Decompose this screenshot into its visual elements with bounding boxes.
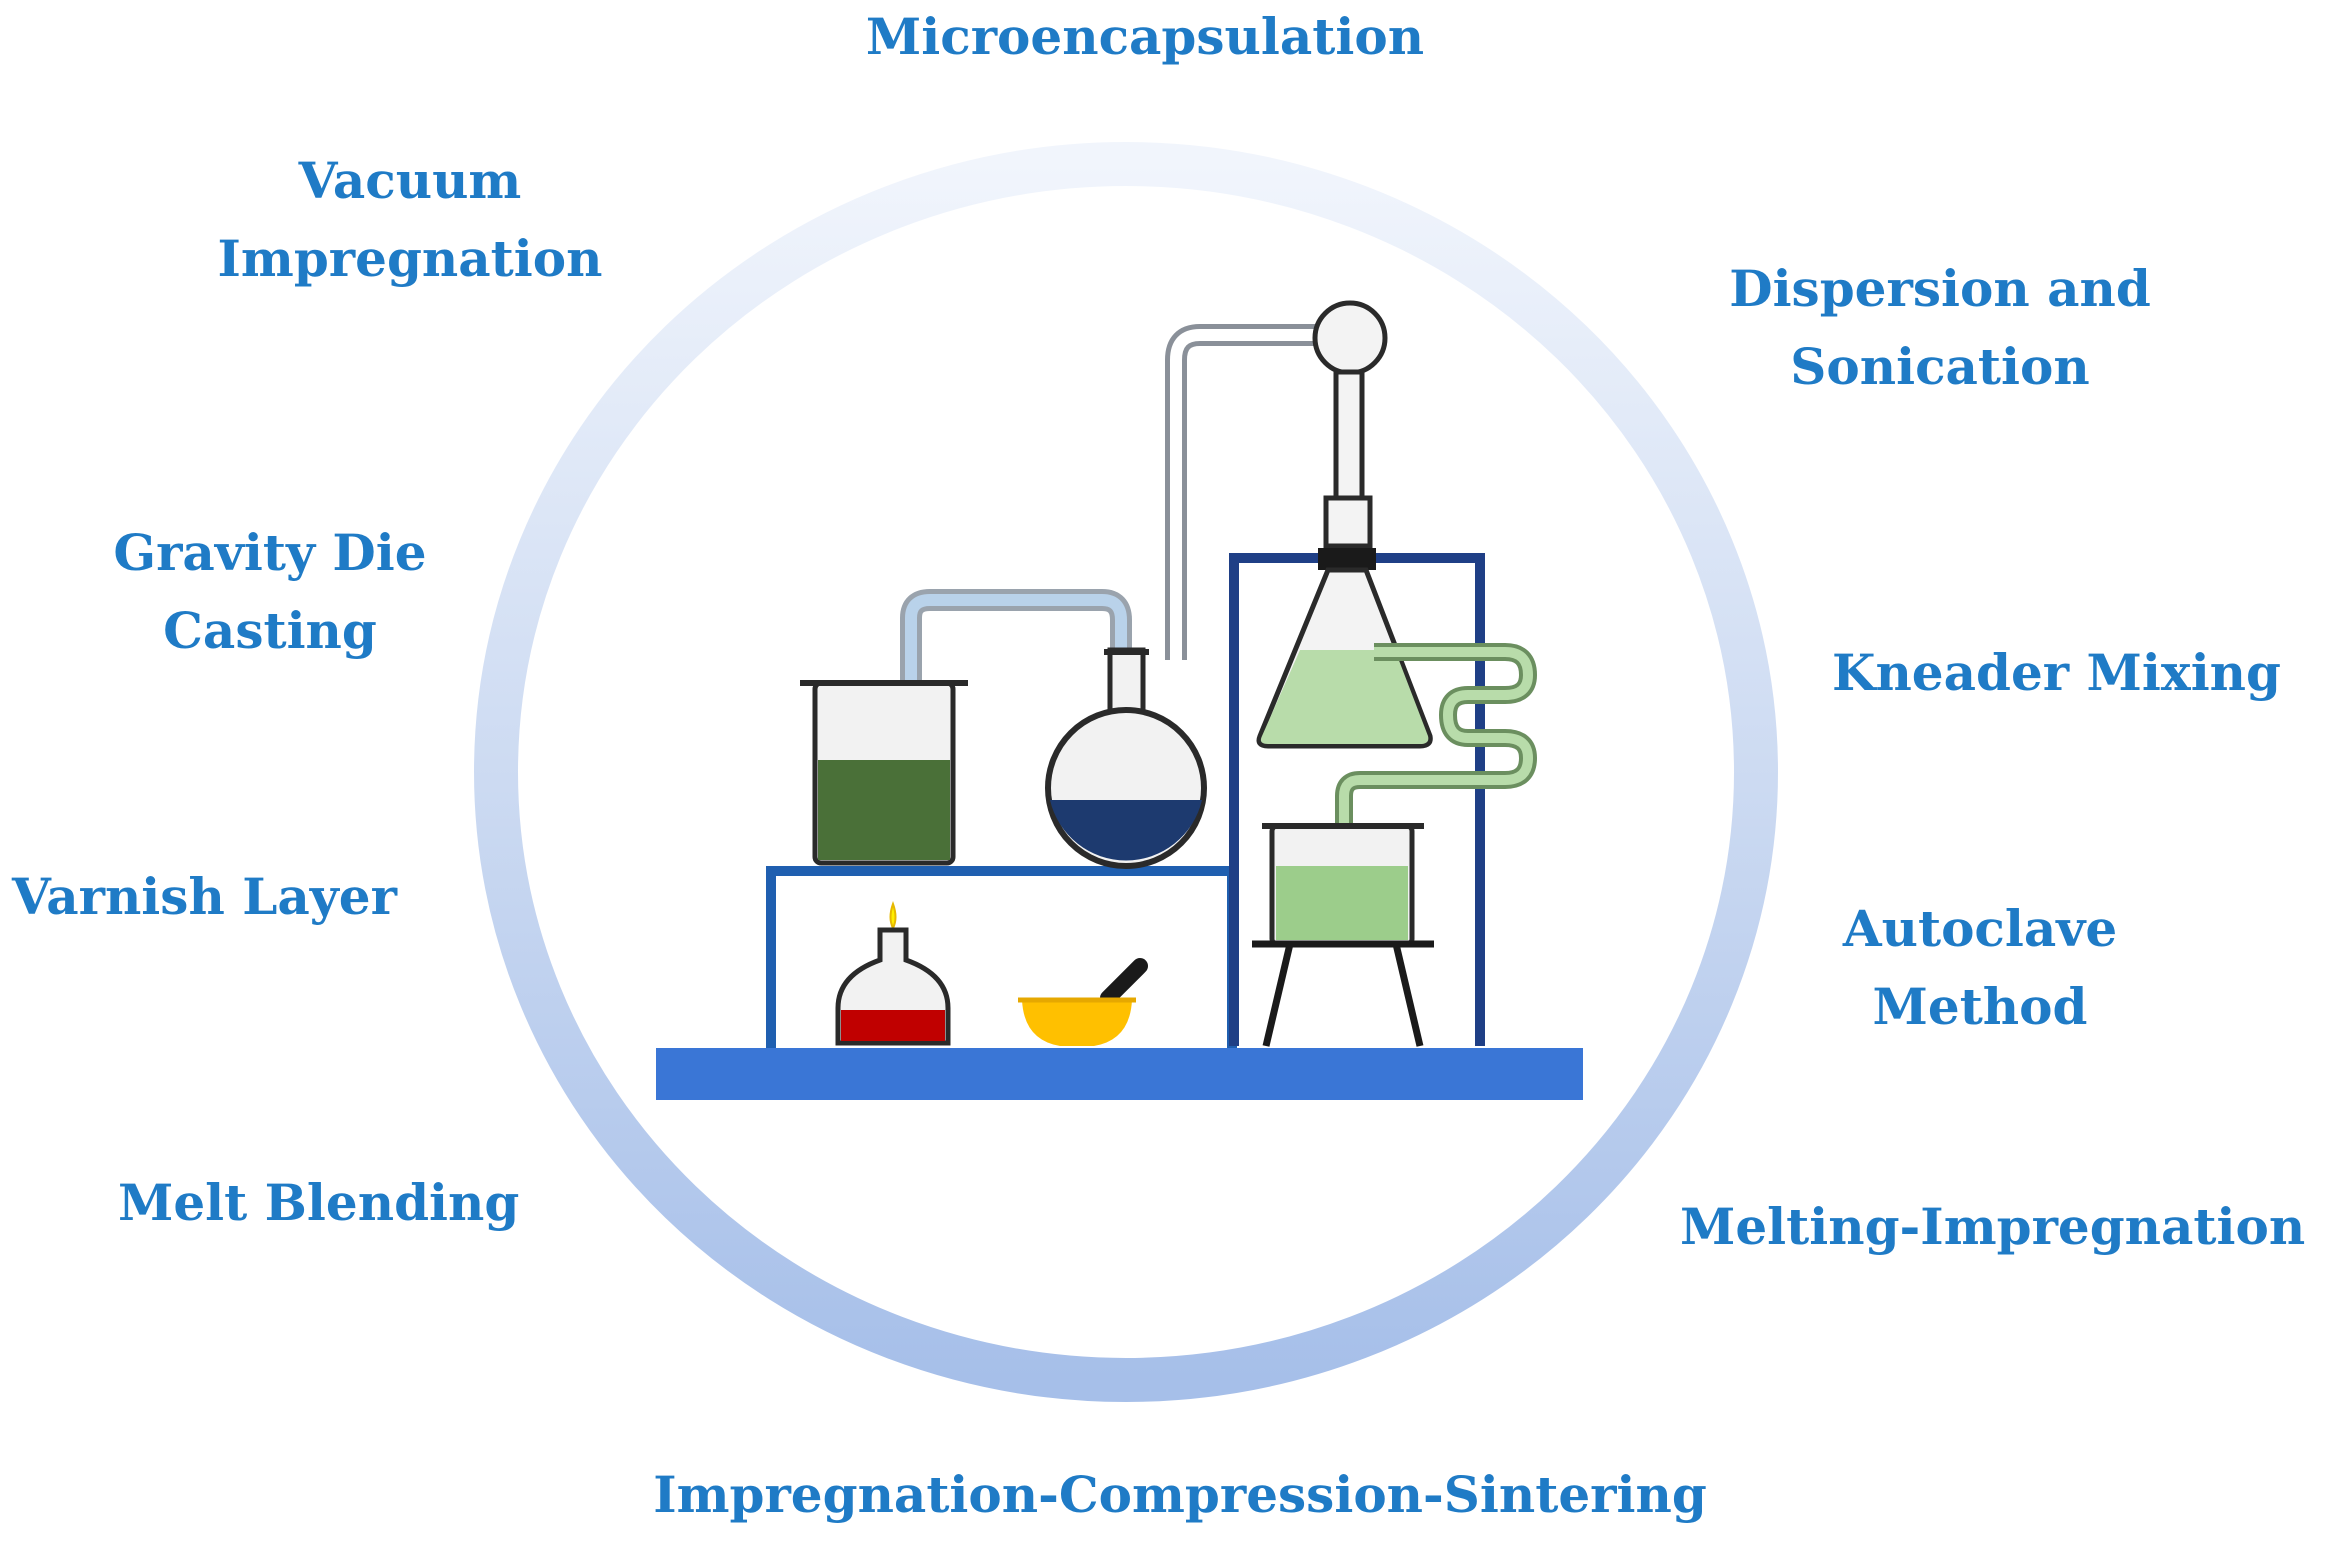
label-line: Gravity Die xyxy=(113,523,427,582)
label-line: Impregnation-Compression-Sintering xyxy=(653,1465,1707,1524)
glass-tube-icon xyxy=(1165,324,1315,660)
label-vacuum-impregnation: Vacuum Impregnation xyxy=(200,142,620,298)
label-line: Autoclave xyxy=(1842,899,2118,958)
glass-bulb-icon xyxy=(1312,300,1388,505)
label-melt-blending: Melt Blending xyxy=(118,1164,519,1242)
erlenmeyer-flask-icon xyxy=(1256,495,1433,749)
label-line: Melt Blending xyxy=(118,1173,520,1232)
label-line: Impregnation xyxy=(217,229,603,288)
label-line: Varnish Layer xyxy=(12,867,397,926)
label-line: Sonication xyxy=(1790,337,2090,396)
small-beaker-icon xyxy=(1262,823,1424,947)
label-line: Method xyxy=(1872,977,2088,1036)
label-varnish-layer: Varnish Layer xyxy=(12,858,397,936)
label-dispersion-sonication: Dispersion and Sonication xyxy=(1700,250,2180,406)
label-line: Casting xyxy=(163,601,377,660)
tripod-stand xyxy=(1252,940,1434,1047)
label-gravity-die-casting: Gravity Die Casting xyxy=(60,514,480,670)
label-autoclave-method: Autoclave Method xyxy=(1790,890,2170,1046)
label-melting-impregnation: Melting-Impregnation xyxy=(1680,1188,2305,1266)
alcohol-burner-icon xyxy=(835,901,951,1046)
label-line: Vacuum xyxy=(298,151,522,210)
mortar-pestle-icon xyxy=(1018,958,1148,1046)
lab-bench xyxy=(656,1048,1583,1100)
label-line: Kneader Mixing xyxy=(1832,643,2281,702)
label-line: Dispersion and xyxy=(1729,259,2151,318)
round-flask-icon xyxy=(1045,647,1207,869)
label-line: Microencapsulation xyxy=(865,7,1425,66)
label-impregnation-compression-sintering: Impregnation-Compression-Sintering xyxy=(575,1456,1785,1534)
process-ring xyxy=(474,142,1778,1402)
label-line: Melting-Impregnation xyxy=(1680,1197,2306,1256)
beaker-icon xyxy=(800,680,968,866)
label-microencapsulation: Microencapsulation xyxy=(845,0,1445,76)
label-kneader-mixing: Kneader Mixing xyxy=(1832,634,2281,712)
